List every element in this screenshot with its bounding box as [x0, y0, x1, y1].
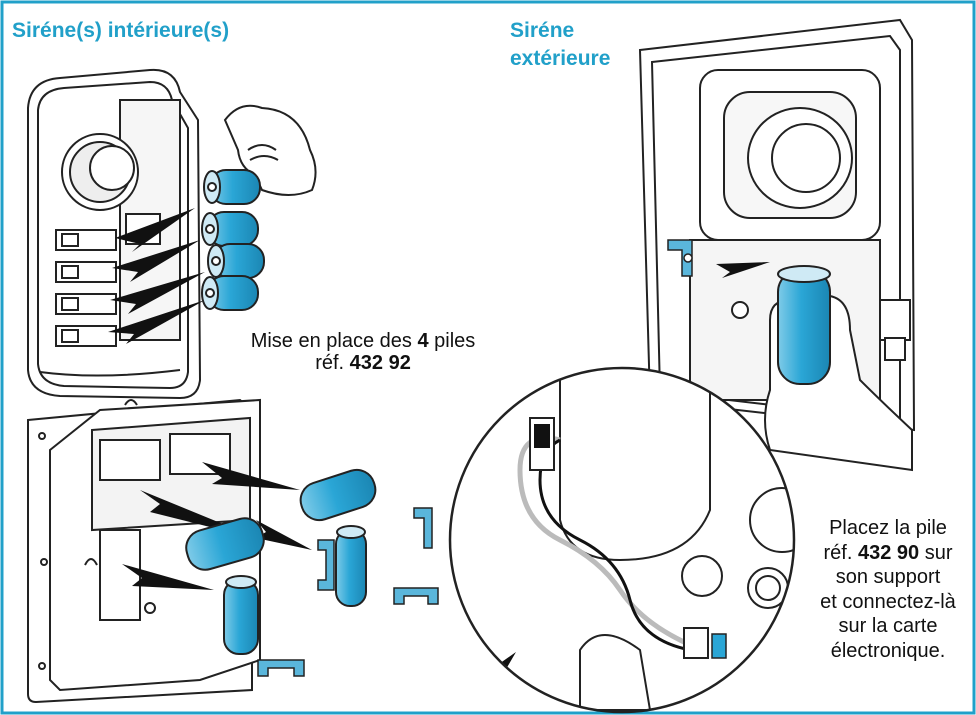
interior-caption: Mise en place des 4 piles réf. 432 92	[200, 330, 526, 374]
zoom-detail	[450, 368, 794, 712]
caption-text: réf.	[823, 541, 858, 564]
battery-2	[201, 211, 259, 247]
exterior-siren-title-line2: extérieure	[510, 47, 611, 70]
battery-4	[201, 275, 259, 311]
interior-caption-line2: réf. 432 92	[200, 352, 526, 374]
interior-siren-title: Siréne(s) intérieure(s)	[12, 19, 230, 42]
exterior-caption-line6: électronique.	[830, 639, 946, 662]
caption-text: piles	[428, 330, 476, 352]
exterior-battery	[777, 265, 831, 385]
exterior-caption-line3: son support	[835, 566, 941, 588]
zoom-circle-border	[448, 366, 796, 714]
battery-ref: 432 90	[857, 541, 920, 564]
battery-7	[335, 525, 367, 607]
exterior-caption-line5: sur la carte	[838, 615, 938, 637]
interior-insert-arrows	[108, 208, 205, 344]
interior-hand	[223, 104, 317, 196]
battery-ref: 432 92	[349, 352, 411, 374]
exterior-caption-line4: et connectez-là	[820, 590, 956, 613]
interior-siren-housing	[27, 68, 202, 400]
interior-caption-line1: Mise en place des 4 piles	[200, 330, 526, 352]
caption-text: Mise en place des	[250, 330, 418, 352]
exterior-battery-holder	[667, 239, 693, 277]
exterior-caption: Placez la pile réf. 432 90 sur son suppo…	[804, 516, 972, 663]
battery-3	[207, 243, 265, 279]
battery-clips	[257, 507, 439, 677]
battery-8	[223, 575, 259, 655]
caption-text: réf.	[315, 352, 350, 374]
exterior-insert-arrow	[716, 262, 770, 278]
battery-count: 4	[417, 330, 429, 352]
interior-base	[27, 398, 261, 704]
caption-text: sur	[919, 541, 953, 564]
exterior-caption-line1: Placez la pile	[829, 517, 947, 539]
interior-batteries	[201, 169, 265, 311]
battery-5	[299, 468, 377, 522]
battery-6	[185, 517, 265, 571]
exterior-siren-title-line1: Siréne	[510, 19, 575, 42]
exterior-caption-line2: réf. 432 90 sur	[804, 541, 972, 566]
battery-1	[203, 169, 261, 205]
base-batteries	[185, 468, 377, 655]
